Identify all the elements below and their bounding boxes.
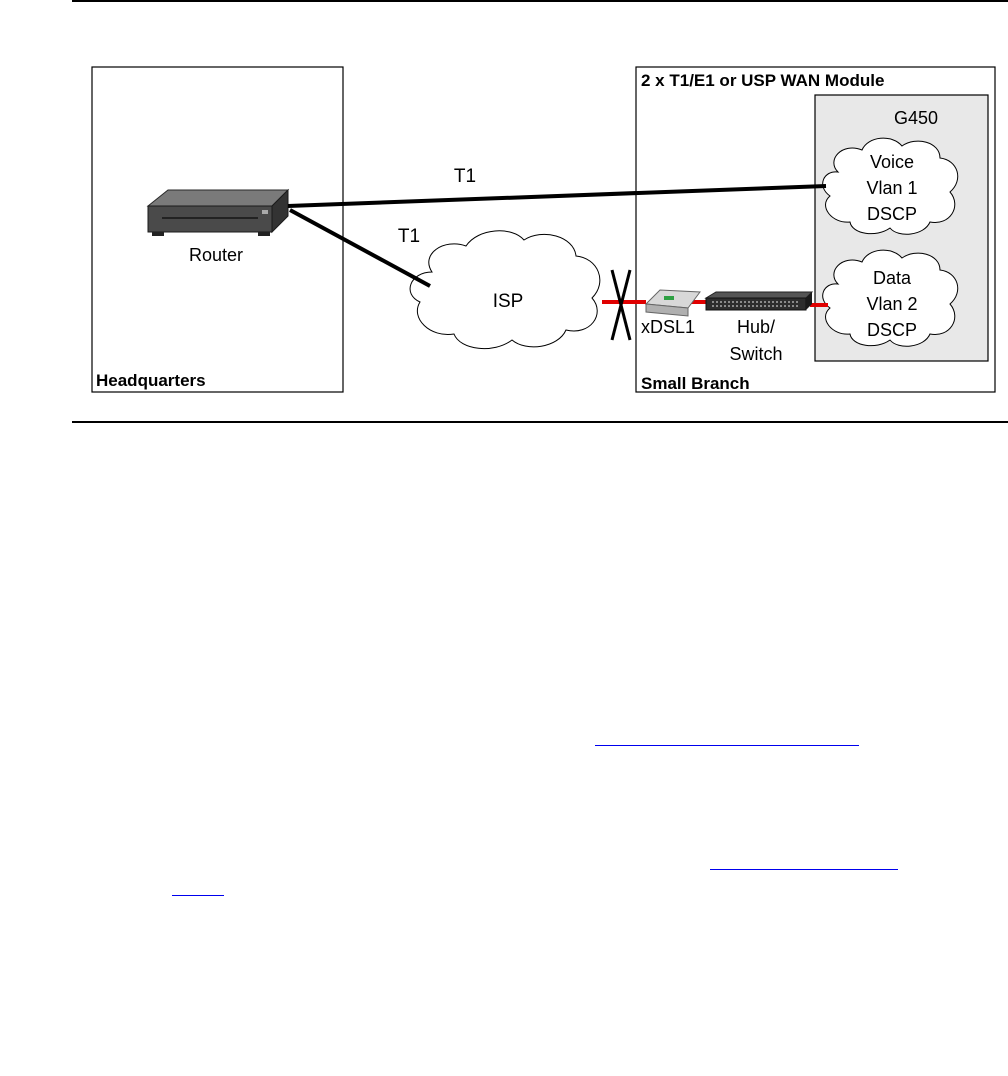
t1-direct-label: T1 [454, 166, 476, 187]
router-icon [148, 190, 288, 236]
voice-line3: DSCP [867, 204, 917, 224]
isp-cloud [410, 231, 600, 349]
data-line1: Data [873, 268, 912, 288]
headquarters-label: Headquarters [96, 371, 206, 390]
voice-line2: Vlan 1 [866, 178, 917, 198]
isp-label: ISP [493, 291, 524, 312]
router-label: Router [189, 245, 243, 265]
link-break-x-icon [612, 270, 630, 340]
switch-label-line1: Hub/ [737, 317, 775, 337]
data-line3: DSCP [867, 320, 917, 340]
modem-label: xDSL1 [641, 317, 695, 337]
g450-label: G450 [894, 108, 938, 128]
data-line2: Vlan 2 [866, 294, 917, 314]
voice-line1: Voice [870, 152, 914, 172]
branch-label: Small Branch [641, 374, 750, 393]
hyperlink-underline[interactable] [710, 869, 898, 870]
t1-isp-label: T1 [398, 226, 420, 247]
branch-header: 2 x T1/E1 or USP WAN Module [641, 71, 884, 90]
network-diagram: Headquarters Router 2 x T1/E1 or USP WAN… [0, 0, 1008, 430]
switch-label-line2: Switch [729, 344, 782, 364]
bottom-rule [72, 421, 1008, 423]
switch-icon [706, 292, 812, 310]
hyperlink-underline[interactable] [172, 895, 224, 896]
hyperlink-underline[interactable] [595, 745, 859, 746]
